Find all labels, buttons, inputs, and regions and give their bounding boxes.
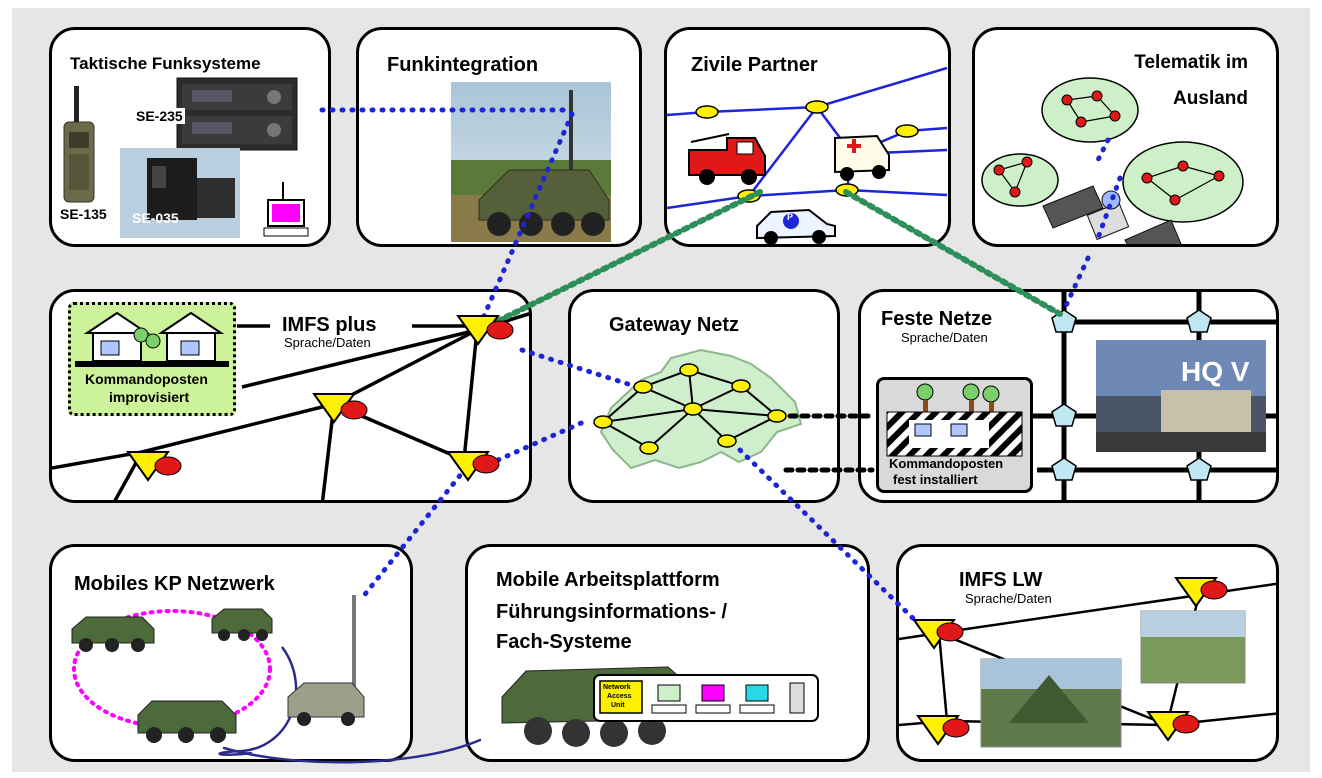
- panel-title: Funkintegration: [387, 54, 539, 76]
- switzerland-network-map: [593, 348, 803, 470]
- panel-title: Feste Netze: [881, 308, 993, 330]
- label-se035: SE-035: [132, 210, 179, 226]
- nau-label-line2: Access: [607, 693, 632, 700]
- panel-title-line3: Fach-Systeme: [496, 631, 632, 653]
- field-tents-icon: [75, 311, 229, 367]
- armored-vehicle-icon: [137, 700, 237, 743]
- panel-imfs-lw: IMFS LW Sprache/Daten: [896, 544, 1279, 762]
- nau-label-line3: Unit: [611, 702, 625, 709]
- imfs-lw-network: [899, 582, 1276, 748]
- antenna-vehicle-icon: [287, 595, 365, 726]
- panel-taktische-funksysteme: Taktische Funksysteme: [49, 27, 331, 247]
- workstation-icon: [651, 684, 687, 714]
- kp-label-line2: improvisiert: [109, 389, 190, 405]
- armored-vehicle-icon: [71, 616, 155, 652]
- satellite-network-illustration: [981, 77, 1244, 244]
- panel-subtitle: Sprache/Daten: [284, 335, 371, 350]
- hq-label: HQ V: [1181, 356, 1250, 387]
- kommandoposten-improvisiert-box: Kommandoposten improvisiert: [68, 302, 236, 416]
- panel-title: IMFS LW: [959, 569, 1043, 591]
- kp-label-line2: fest installiert: [893, 472, 978, 487]
- handheld-radio-icon: [63, 86, 95, 203]
- panel-zivile-partner: Zivile Partner: [664, 27, 951, 247]
- panel-title: Zivile Partner: [691, 54, 818, 76]
- label-se135: SE-135: [60, 206, 107, 222]
- panel-mobile-arbeitsplattform: Mobile Arbeitsplattform Führungsinformat…: [465, 544, 870, 762]
- fixed-network-grid: [1009, 292, 1276, 500]
- panel-title-line1: Telematik im: [1134, 52, 1248, 73]
- radio-equipment-illustration: [63, 77, 309, 238]
- panel-subtitle: Sprache/Daten: [901, 330, 988, 345]
- armored-vehicle-icon: [211, 608, 273, 641]
- rack-radio-icon: [176, 77, 298, 151]
- panel-subtitle: Sprache/Daten: [965, 591, 1052, 606]
- panel-telematik-ausland: Telematik im Ausland: [972, 27, 1279, 247]
- panel-gateway-netz: Gateway Netz: [568, 289, 840, 503]
- fire-truck-icon: [688, 133, 766, 185]
- panel-imfs-plus: IMFS plus Sprache/Daten Kommandoposten i…: [49, 289, 532, 503]
- civil-network-illustration: [667, 66, 948, 244]
- kp-label-line1: Kommandoposten: [85, 371, 208, 387]
- panel-title-line2: Führungsinformations- /: [496, 601, 728, 623]
- panel-title-line1: Mobile Arbeitsplattform: [496, 569, 720, 591]
- panel-funkintegration: Funkintegration: [356, 27, 642, 247]
- command-vehicle-illustration: [501, 666, 819, 747]
- panel-title: Taktische Funksysteme: [70, 54, 261, 73]
- police-car-icon: [756, 208, 836, 244]
- se035-radio-icon: [120, 148, 240, 238]
- label-se235: SE-235: [134, 108, 185, 124]
- mobile-kp-vehicles: [71, 595, 365, 756]
- kp-label-line1: Kommandoposten: [889, 456, 1004, 471]
- workstation-icon: [695, 684, 731, 714]
- server-icon: [789, 682, 805, 714]
- kommandoposten-fest-box: Kommandoposten fest installiert: [876, 377, 1033, 493]
- armored-vehicle-photo: [451, 82, 611, 242]
- ambulance-icon: [834, 134, 890, 181]
- panel-title: IMFS plus: [282, 314, 377, 336]
- panel-title: Mobiles KP Netzwerk: [74, 573, 275, 595]
- panel-feste-netze: HQ V Feste Netze Sprache/Daten: [858, 289, 1279, 503]
- nau-label-line1: Network: [603, 684, 631, 691]
- police-label: P: [787, 212, 794, 222]
- computer-terminal-icon: [263, 182, 309, 237]
- panel-mobiles-kp-netzwerk: Mobiles KP Netzwerk: [49, 544, 413, 762]
- fixed-building-icon: [886, 383, 1023, 457]
- panel-title-line2: Ausland: [1173, 88, 1248, 109]
- workstation-icon: [739, 684, 775, 714]
